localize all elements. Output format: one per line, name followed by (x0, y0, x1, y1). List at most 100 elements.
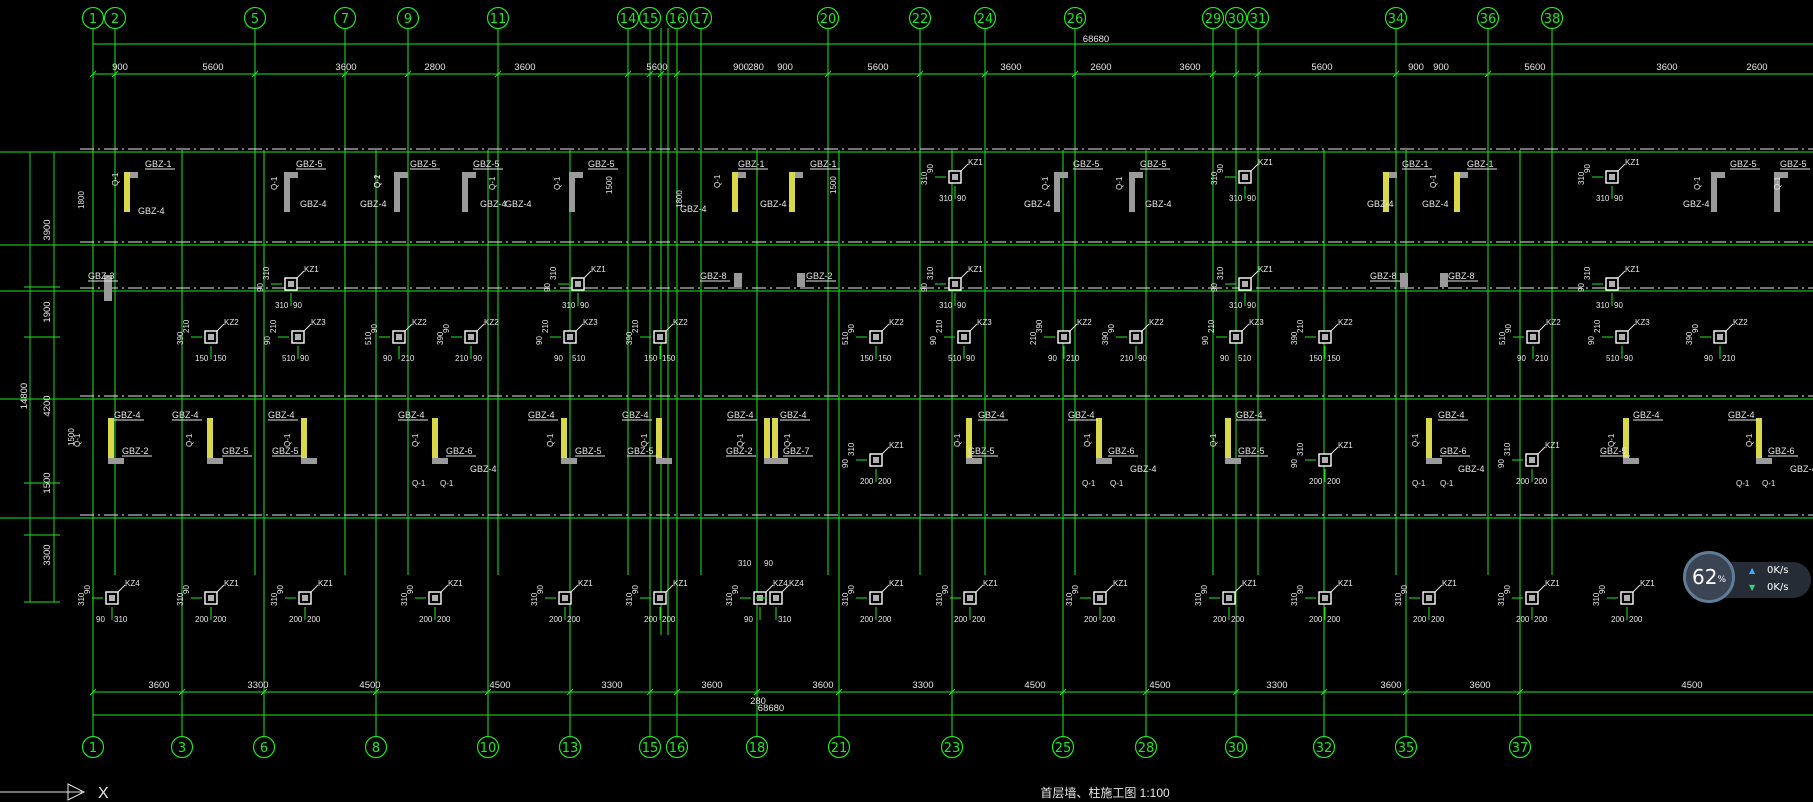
axis-bubble-circle (1224, 735, 1248, 759)
column-core (288, 281, 294, 287)
gbz-tag: GBZ-4 (268, 410, 295, 420)
left-segment-dimension: 1500 (42, 472, 53, 493)
axis-number: 17 (693, 12, 710, 27)
column-dim: 90 (1247, 194, 1256, 203)
column-tag: KZ1 (1545, 579, 1560, 588)
axis-number: 34 (1388, 12, 1405, 27)
top-axis-bubble: 22 (908, 6, 932, 30)
gbz-tag: GBZ-4 (1145, 199, 1172, 209)
gbz-shape (1426, 458, 1442, 464)
gbz-shape (462, 172, 468, 212)
dim-tick (673, 70, 681, 78)
column-tag: KZ1 (983, 579, 998, 588)
gbz-shape (432, 458, 448, 464)
gbz-row-a-leg (284, 172, 290, 212)
column-dim: 90 (1400, 585, 1409, 594)
column-dim: 310 (114, 615, 128, 624)
wall-tag: Q-1 (1440, 479, 1454, 488)
column-tag: KZ1 (1625, 158, 1640, 167)
column-dim: 90 (1583, 164, 1592, 173)
column-core (873, 334, 879, 340)
top-segment-dimension: 5600 (1311, 62, 1332, 73)
gbz-shape (1225, 458, 1241, 464)
kz-column: KZ3 (278, 318, 326, 359)
column-tag: KZ3 (977, 318, 992, 327)
column-dim: 310 (1290, 592, 1299, 606)
kz-column: KZ2 (1700, 318, 1748, 359)
dim-tick (753, 688, 761, 696)
gbz-shape (1623, 418, 1629, 462)
wall-dim: 1500 (605, 176, 614, 194)
column-dim: 310 (1577, 171, 1586, 185)
gbz-tag: GBZ-2 (806, 271, 833, 281)
drawing-title: 首层墙、柱施工图 1:100 (1040, 785, 1170, 800)
axis-number: 15 (642, 741, 659, 756)
gbz-row-a-leg (124, 172, 130, 212)
speed-percent-ring[interactable]: 62% (1683, 551, 1735, 603)
gbz-shape (734, 273, 742, 287)
kz-column: KZ2 (379, 318, 427, 359)
gbz-shape (1383, 172, 1389, 212)
column-tag: KZ2 (1149, 318, 1164, 327)
kz-column: KZ1 (935, 158, 983, 199)
gbz-tag: GBZ-4 (398, 410, 425, 420)
column-leader (765, 584, 774, 593)
column-dim: 310 (738, 559, 752, 568)
axis-bubble-circle (973, 6, 997, 30)
column-tag: KZ3 (1635, 318, 1650, 327)
network-speed-widget[interactable]: 62% ▲ 0K/s ▼ 0K/s (1683, 551, 1811, 605)
kz-column: KZ1 (1592, 158, 1640, 199)
column-dim: 200 (419, 615, 433, 624)
wall-tag: Q-1 (1082, 479, 1096, 488)
dim-tick (824, 70, 832, 78)
column-leader (1250, 163, 1259, 172)
top-segment-dimension: 900 (1408, 62, 1424, 73)
gbz-row-a (1383, 172, 1397, 178)
gbz-shape (1711, 172, 1717, 212)
gbz-tag: GBZ-4 (470, 464, 497, 474)
column-leader (881, 323, 890, 332)
download-arrow-icon: ▼ (1749, 582, 1756, 592)
column-dim: 310 (939, 194, 953, 203)
column-dim: 200 (972, 615, 986, 624)
column-leader (1234, 584, 1243, 593)
gbz-row-a (1711, 172, 1725, 178)
axis-bubble-circle (1134, 735, 1158, 759)
kz-column: KZ1 (950, 579, 998, 620)
dim-tick (1254, 70, 1262, 78)
column-dim: 200 (662, 615, 676, 624)
dim-tick (1059, 688, 1067, 696)
column-dim: 210 (455, 354, 469, 363)
column-core (1226, 595, 1232, 601)
gbz-tag: GBZ-4 (1024, 199, 1051, 209)
wall-tag: Q-1 (270, 176, 279, 190)
dim-tick (566, 688, 574, 696)
dim-tick (404, 70, 412, 78)
gbz-shape (561, 458, 577, 464)
top-axis-bubble: 14 (616, 6, 640, 30)
top-axis-bubble: 16 (665, 6, 689, 30)
kz-column: KZ1 (1225, 158, 1273, 199)
gbz-shape (462, 172, 476, 178)
column-dim: 200 (549, 615, 563, 624)
column-core (208, 595, 214, 601)
axis-number: 8 (372, 741, 380, 756)
gbz-row-b (104, 275, 112, 301)
column-dim: 210 (631, 319, 640, 333)
left-segment-dimension: 1900 (42, 301, 53, 322)
gbz-shape (764, 418, 770, 462)
wall-tag: Q-1 (736, 433, 745, 447)
axis-number: 37 (1512, 741, 1529, 756)
upload-speed-value: 0K/s (1767, 564, 1789, 576)
column-leader (1069, 323, 1078, 332)
top-segment-dimension: 5600 (646, 62, 667, 73)
column-dim: 90 (263, 336, 272, 345)
column-dim: 200 (1084, 615, 1098, 624)
column-leader (1617, 163, 1626, 172)
column-dim: 90 (96, 615, 105, 624)
dim-tick (673, 688, 681, 696)
column-core (961, 334, 967, 340)
gbz-row-d (764, 418, 770, 462)
